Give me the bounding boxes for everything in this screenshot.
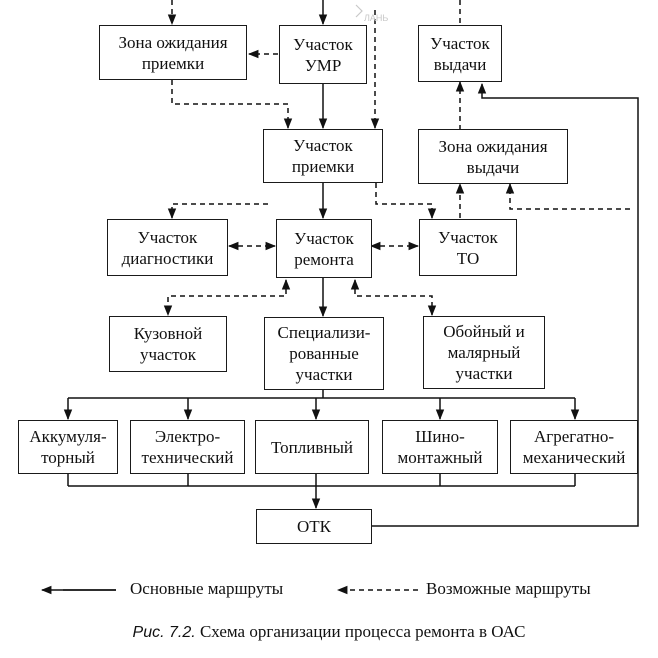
- box-fuel: Топливный: [255, 420, 369, 474]
- dash-accept-to-diagnostics: [167, 203, 268, 220]
- box-umr: Участок УМР: [279, 25, 367, 84]
- dash-repair-body: [163, 278, 291, 317]
- box-repair: Участок ремонта: [276, 219, 372, 278]
- lines-sections-to-bus: [67, 474, 576, 486]
- box-accept: Участок приемки: [263, 129, 383, 183]
- box-electro: Электро- технический: [130, 420, 245, 474]
- dash-return-to-wait-issue: [505, 182, 630, 210]
- dash-accept-to-to: [375, 183, 437, 220]
- box-to: Участок ТО: [419, 219, 517, 276]
- box-otk: ОТК: [256, 509, 372, 544]
- legend-main-routes: Основные маршруты: [130, 579, 284, 598]
- box-tire: Шино- монтажный: [382, 420, 498, 474]
- dash-wait-accept-to-accept: [171, 80, 293, 130]
- box-issue: Участок выдачи: [418, 25, 502, 82]
- caption-text: Схема организации процесса ремонта в ОАС: [195, 622, 526, 641]
- legend-possible-routes: Возможные маршруты: [426, 579, 591, 598]
- dash-repair-paint: [350, 278, 437, 317]
- box-paint: Обойный и малярный участки: [423, 316, 545, 389]
- caption-fig-label: Рис. 7.2.: [132, 624, 196, 641]
- box-wait-accept: Зона ожидания приемки: [99, 25, 247, 80]
- box-special: Специализи- рованные участки: [264, 317, 384, 390]
- box-wait-issue: Зона ожидания выдачи: [418, 129, 568, 184]
- arrow-otk-to-issue: [372, 82, 639, 527]
- publisher-logo: ЛАНЬ: [352, 2, 396, 24]
- box-body: Кузовной участок: [109, 316, 227, 372]
- box-diagnostics: Участок диагностики: [107, 219, 228, 276]
- figure-caption: Рис. 7.2. Схема организации процесса рем…: [0, 622, 658, 642]
- svg-text:ЛАНЬ: ЛАНЬ: [364, 13, 388, 23]
- box-battery: Аккумуля- торный: [18, 420, 118, 474]
- box-aggregate: Агрегатно- механический: [510, 420, 638, 474]
